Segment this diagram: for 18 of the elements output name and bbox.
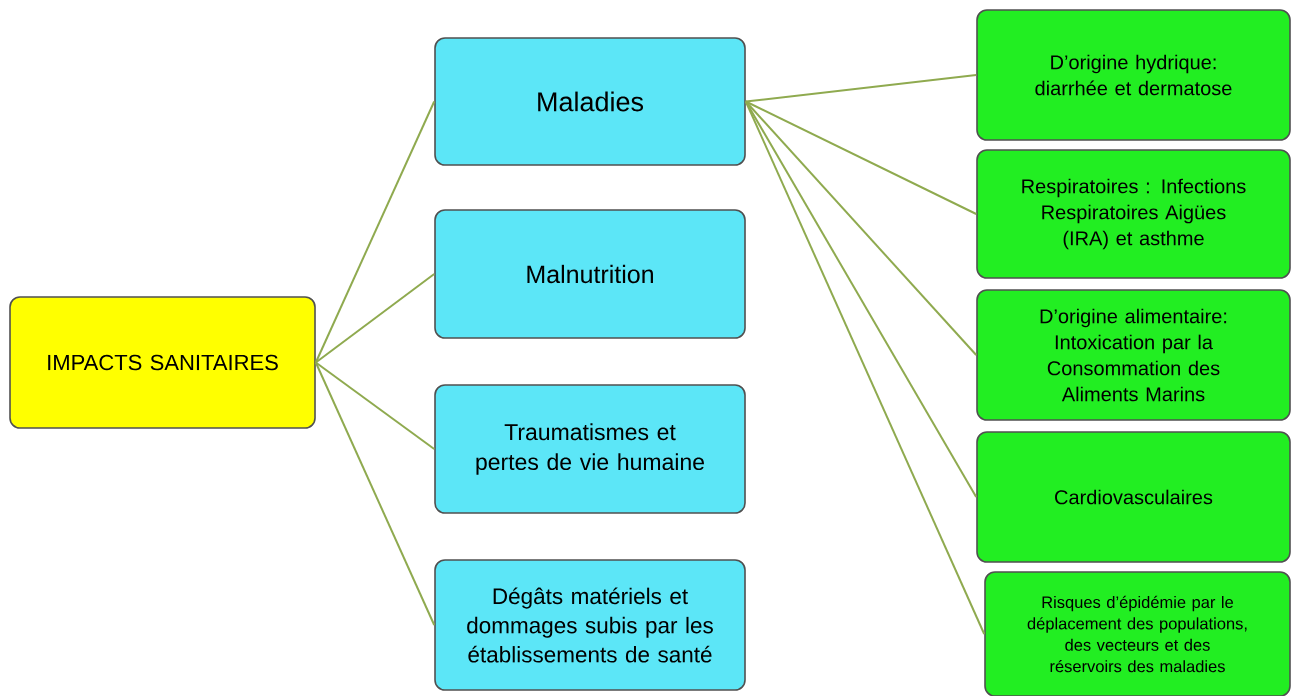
category-box: Malnutrition: [434, 209, 746, 339]
disease-box: D’origine alimentaire: Intoxication par la Consommation des Aliments Marins: [976, 289, 1291, 421]
topic-box: IMPACTS SANITAIRES: [9, 296, 316, 429]
disease-box: Respiratoires : Infections Respiratoires Aigües (IRA) et asthme: [976, 149, 1291, 279]
connector-line: [314, 361, 436, 450]
connector-line: [744, 100, 978, 498]
category-box: Maladies: [434, 37, 746, 166]
connector-line: [314, 361, 436, 626]
connector-line: [314, 273, 436, 364]
connector-line: [314, 100, 436, 364]
category-box: Dégâts matériels et dommages subis par les établissements de santé: [434, 559, 746, 691]
connector-line: [744, 100, 978, 215]
disease-box: Risques d’épidémie par le déplacement des populations, des vecteurs et des réservoirs des maladies: [984, 571, 1291, 696]
connector-line: [744, 100, 986, 635]
category-box: Traumatismes et pertes de vie humaine: [434, 384, 746, 514]
connector-line: [744, 74, 978, 103]
disease-box: D’origine hydrique: diarrhée et dermatose: [976, 9, 1291, 141]
disease-box: Cardiovasculaires: [976, 431, 1291, 563]
